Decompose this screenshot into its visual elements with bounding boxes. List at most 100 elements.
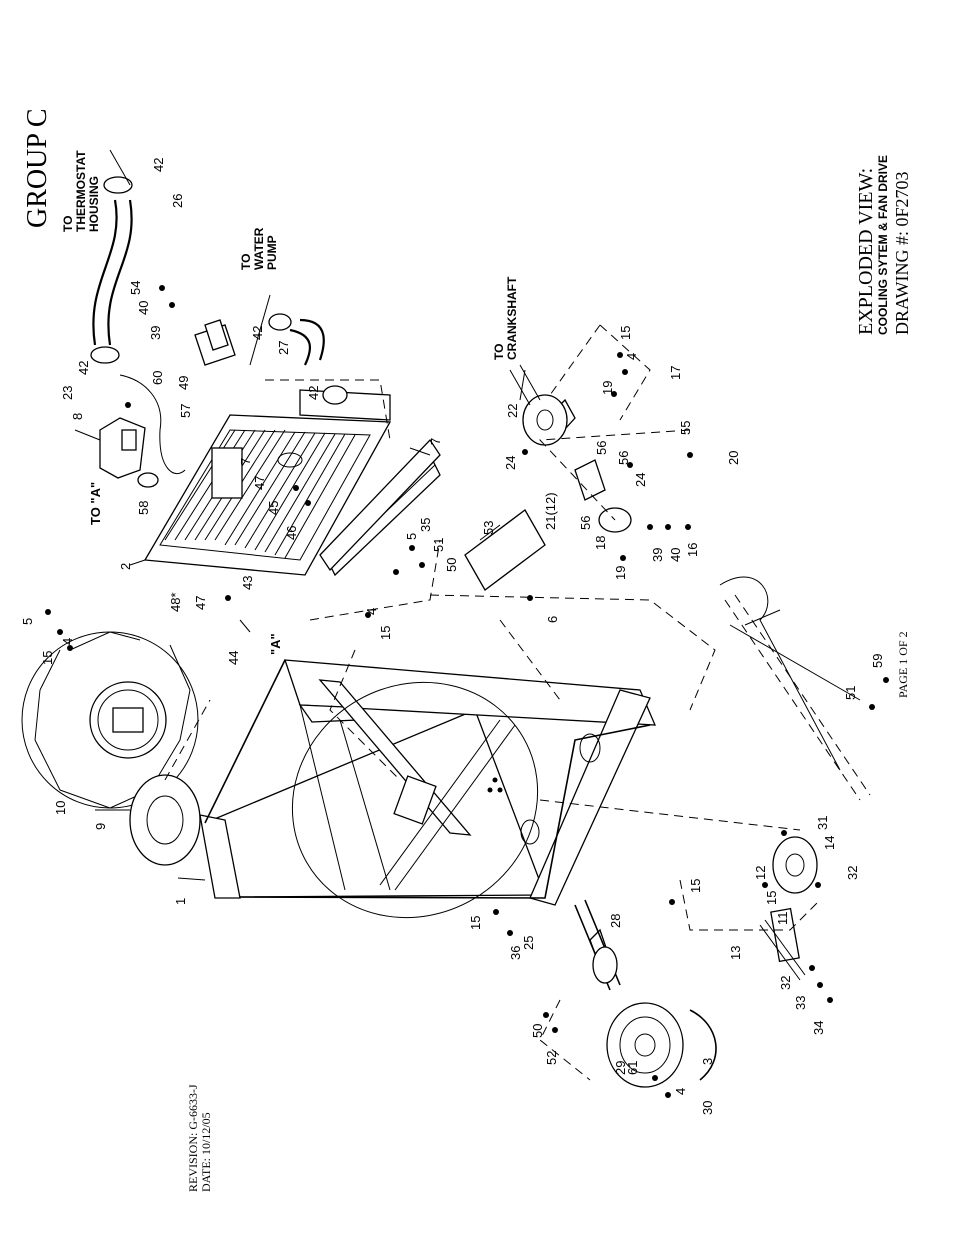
upper-hose (90, 176, 133, 364)
callout-18: 18 (593, 536, 608, 550)
subtitle-text: COOLING SYTEM & FAN DRIVE (876, 155, 890, 335)
callout-22: 22 (505, 404, 520, 418)
idler-pulley (772, 836, 818, 894)
callout-2: 2 (118, 563, 133, 570)
callout-46: 46 (284, 526, 299, 540)
callout-44: 44 (226, 651, 241, 665)
callout-14: 14 (822, 836, 837, 850)
callout-56: 56 (594, 441, 609, 455)
callout-9: 9 (93, 823, 108, 830)
callout-55: 55 (678, 421, 693, 435)
callout-15: 15 (378, 626, 393, 640)
callout-35: 35 (418, 518, 433, 532)
callout-11: 11 (775, 912, 790, 926)
callout-19: 19 (600, 381, 615, 395)
lower-hose (268, 313, 348, 405)
leader-lines (74, 149, 526, 881)
drive-shaft (574, 899, 621, 991)
callout-15: 15 (688, 879, 703, 893)
diagram-label: PUMP (265, 235, 279, 270)
page-label: PAGE 1 OF 2 (896, 631, 910, 698)
callout-40: 40 (668, 548, 683, 562)
note-view-a: "A" (268, 633, 283, 655)
callout-51: 51 (431, 538, 446, 552)
revision-block: REVISION: G-6633-J DATE: 10/12/05 (186, 1084, 213, 1192)
callout-29: 29 (613, 1061, 628, 1075)
tensioner-arm (759, 907, 806, 981)
callout-24: 24 (633, 473, 648, 487)
callout-48: 48* (168, 592, 183, 612)
callout-53: 53 (481, 521, 496, 535)
fan-pulley (129, 774, 201, 866)
callout-33: 33 (793, 996, 808, 1010)
callout-58: 58 (136, 501, 151, 515)
callout-25: 25 (521, 936, 536, 950)
callout-30: 30 (700, 1101, 715, 1115)
fan-blade (21, 631, 199, 809)
callout-26: 26 (170, 194, 185, 208)
callout-31: 31 (815, 816, 830, 830)
revision-date: DATE: 10/12/05 (199, 1112, 213, 1192)
callout-20: 20 (726, 451, 741, 465)
callout-61: 61 (625, 1061, 640, 1075)
diagram-label: HOUSING (87, 176, 101, 232)
callout-15: 15 (764, 891, 779, 905)
callout-1: 1 (173, 898, 188, 905)
brackets (194, 319, 632, 591)
callout-3: 3 (700, 1058, 715, 1065)
callout-16: 16 (685, 543, 700, 557)
callout-19: 19 (613, 566, 628, 580)
callout-45: 45 (266, 501, 281, 515)
callout-5: 5 (404, 533, 419, 540)
callout-43: 43 (240, 576, 255, 590)
assembly-paths (164, 324, 821, 1081)
callout-27: 27 (276, 341, 291, 355)
callout-10: 10 (53, 801, 68, 815)
group-label: GROUP C (22, 108, 53, 228)
callout-34: 34 (811, 1021, 826, 1035)
callout-4: 4 (624, 353, 639, 360)
callout-42: 42 (306, 386, 321, 400)
note-crankshaft: TO CRANKSHAFT (492, 276, 519, 360)
callout-15: 15 (618, 326, 633, 340)
diagram-label: WATER (252, 227, 266, 270)
note-thermostat: TO THERMOSTAT HOUSING (61, 150, 101, 232)
revision-text: REVISION: G-6633-J (186, 1084, 200, 1192)
callout-42: 42 (76, 361, 91, 375)
callout-39: 39 (148, 326, 163, 340)
callout-50: 50 (530, 1024, 545, 1038)
callout-50: 50 (444, 558, 459, 572)
callout-17: 17 (668, 366, 683, 380)
callout-54: 54 (128, 281, 143, 295)
callout-47: 47 (252, 476, 267, 490)
callout-13: 13 (728, 946, 743, 960)
callout-24: 24 (503, 456, 518, 470)
callout-49: 49 (176, 376, 191, 390)
callout-8: 8 (70, 413, 85, 420)
callout-56: 56 (578, 516, 593, 530)
callout-32: 32 (778, 976, 793, 990)
callout-12: 12 (753, 866, 768, 880)
part-callouts: 1 2 3 4 4 4 4 5 5 6 7 7 8 9 10 11 12 13 … (20, 158, 885, 1115)
callout-42: 42 (151, 158, 166, 172)
diagram-label: TO (239, 254, 253, 270)
callout-51: 51 (843, 686, 858, 700)
title-text: EXPLODED VIEW: (855, 168, 877, 335)
callout-23: 23 (60, 386, 75, 400)
note-to-a: TO "A" (88, 482, 103, 525)
callout-40: 40 (136, 301, 151, 315)
crank-pulley (606, 1002, 717, 1088)
diagram-label: THERMOSTAT (74, 150, 88, 232)
callout-57: 57 (178, 404, 193, 418)
callout-7: 7 (428, 438, 443, 445)
callout-28: 28 (608, 914, 623, 928)
radiator-frame (199, 659, 657, 919)
callout-32: 32 (845, 866, 860, 880)
note-water-pump: TO WATER PUMP (239, 227, 279, 270)
fastener-dots (45, 285, 889, 1098)
callout-15: 15 (40, 651, 55, 665)
callout-21: 21(12) (543, 492, 558, 530)
callout-36: 36 (508, 946, 523, 960)
callout-4: 4 (673, 1088, 688, 1095)
